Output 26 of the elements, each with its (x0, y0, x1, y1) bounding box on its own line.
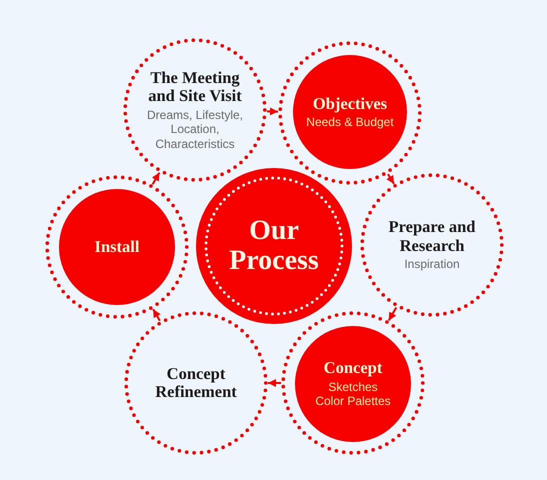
step-title: Install (94, 238, 140, 256)
step-circle (124, 311, 268, 455)
flow-arrow (266, 107, 278, 116)
step-circle (360, 173, 504, 317)
step-circle (123, 38, 267, 182)
step-description: Needs & Budget (306, 115, 394, 130)
flow-arrow (152, 172, 160, 185)
hub-title: Our Process (228, 216, 320, 276)
step-description: Inspiration (404, 257, 460, 272)
step-title: Prepare and Research (388, 218, 476, 256)
highlight-circle (295, 326, 411, 442)
flow-arrow (386, 174, 395, 184)
step-title: Concept (324, 359, 382, 378)
step-title: Objectives (312, 94, 388, 114)
highlight-circle (293, 55, 407, 169)
step-circle (45, 175, 189, 319)
step-title: The Meeting and Site Visit (147, 68, 243, 106)
flow-arrow (152, 308, 161, 322)
step-circle (281, 311, 425, 455)
step-title: Concept Refinement (154, 364, 238, 402)
step-description: Dreams, Lifestyle, Location, Characteristics (146, 108, 244, 152)
step-description: Sketches Color Palettes (314, 380, 392, 409)
flow-arrow (268, 379, 281, 387)
step-circle (278, 41, 422, 185)
highlight-circle (59, 189, 175, 305)
flow-arrow (388, 306, 398, 322)
